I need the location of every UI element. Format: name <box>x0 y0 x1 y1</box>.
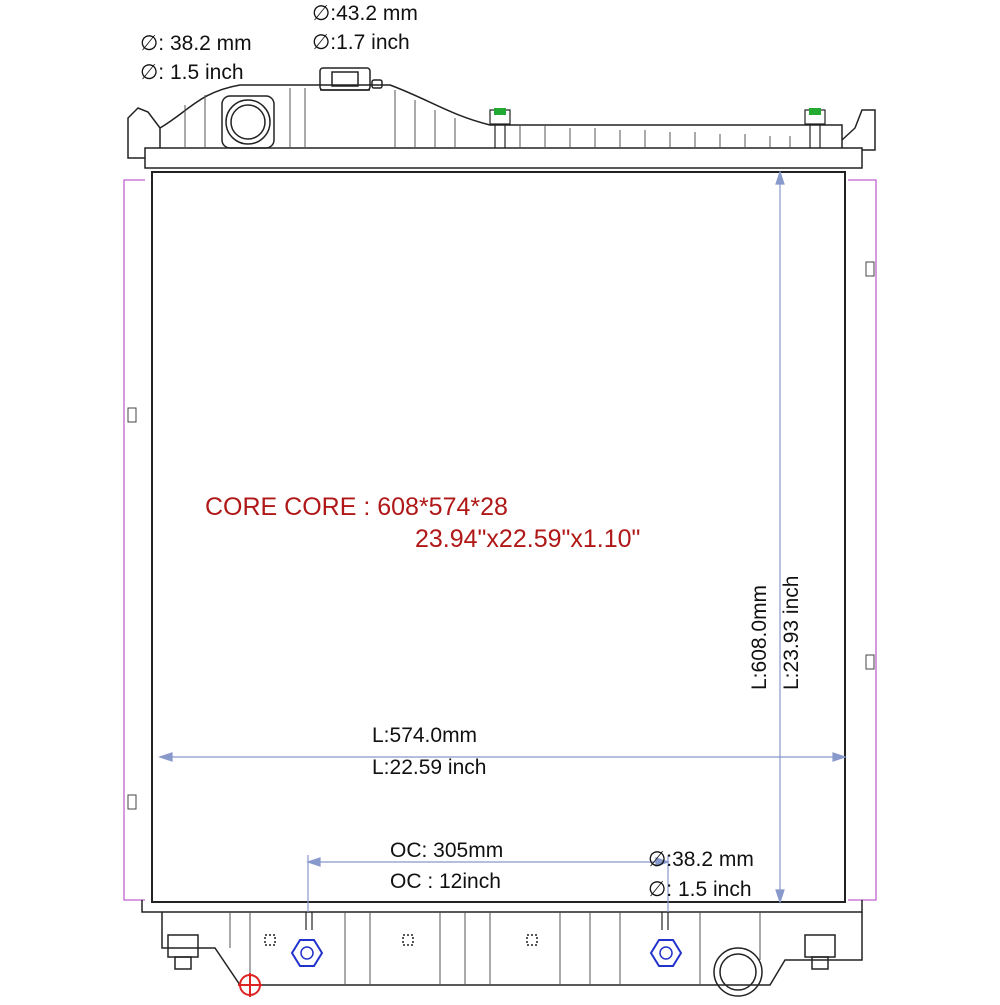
oc-dimension-inch: OC : 12inch <box>390 870 501 893</box>
inlet-diameter-mm: ∅: 38.2 mm <box>140 32 252 55</box>
right-side-guide <box>848 179 877 901</box>
right-hex-plug <box>649 939 683 967</box>
core-spec-line1: CORE CORE : 608*574*28 <box>205 493 508 521</box>
top-tank-ribs <box>184 88 791 148</box>
bottom-tank-ribs <box>229 912 761 985</box>
right-side-tab-lower <box>865 654 875 670</box>
width-dimension-line <box>158 752 847 762</box>
oc-dimension-line <box>306 855 670 912</box>
left-side-guide <box>123 179 145 901</box>
left-hex-plug <box>290 939 324 967</box>
outlet-diameter-mm: ∅:38.2 mm <box>648 848 754 871</box>
drain-plug-icon <box>238 973 262 997</box>
height-dimension-line <box>775 170 785 904</box>
filler-neck-diameter-mm: ∅:43.2 mm <box>312 2 418 25</box>
core-spec-line2: 23.94"x22.59"x1.10" <box>415 525 641 553</box>
top-tank <box>127 67 876 169</box>
mounting-clip-left <box>489 108 511 148</box>
right-side-tab-upper <box>865 261 875 277</box>
height-dimension-mm: L:608.0mm <box>748 584 771 690</box>
mounting-clip-right <box>804 108 826 148</box>
oc-dimension-mm: OC: 305mm <box>390 839 504 862</box>
height-dimension-inch: L:23.93 inch <box>780 575 803 690</box>
filler-neck-diameter-inch: ∅:1.7 inch <box>312 31 410 54</box>
inlet-diameter-inch: ∅: 1.5 inch <box>140 61 244 84</box>
width-dimension-mm: L:574.0mm <box>372 724 478 747</box>
left-side-tab-lower <box>127 794 137 810</box>
radiator-core <box>151 171 846 903</box>
outlet-diameter-inch: ∅: 1.5 inch <box>648 878 752 901</box>
bottom-tank <box>141 900 863 997</box>
left-side-tab-upper <box>127 407 137 423</box>
width-dimension-inch: L:22.59 inch <box>372 756 487 779</box>
